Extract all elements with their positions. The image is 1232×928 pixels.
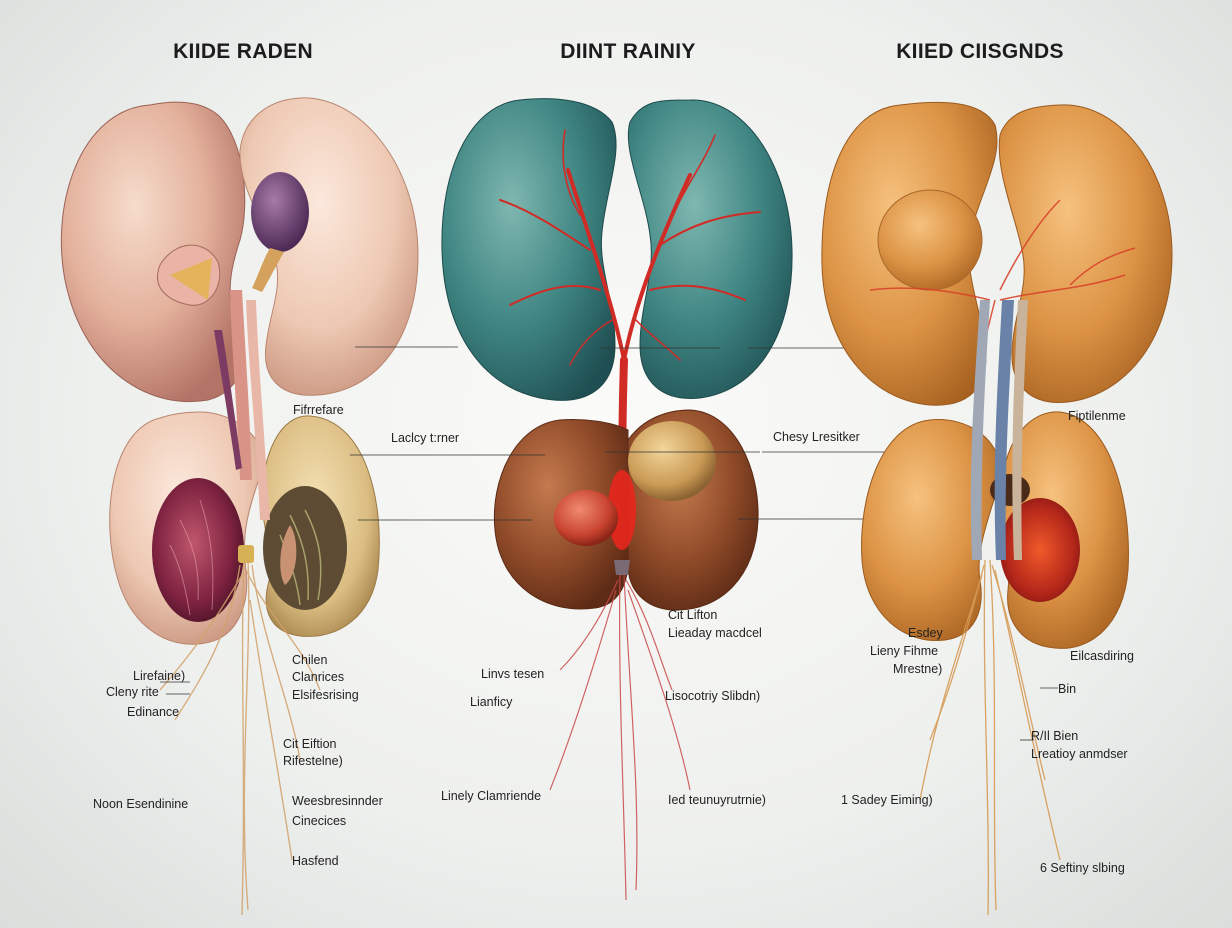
label: Eilcasdiring [1070, 649, 1134, 663]
label: Lisocotriy Slibdn) [665, 689, 761, 703]
label: Lieny Fihme [870, 644, 939, 658]
label: Linvs tesen [481, 667, 545, 681]
tan-nodule [628, 421, 716, 501]
label: Esdey [908, 626, 943, 640]
panel-2-title: DIINT RAINIY [560, 40, 696, 63]
label: Lirefaine) [133, 669, 186, 683]
label: R/Il Bien [1031, 729, 1079, 743]
upper-teal-kidney-left [441, 98, 617, 401]
label: Noon Esendinine [93, 797, 189, 811]
label: Chilen [292, 653, 328, 667]
label: Lieaday macdcel [668, 626, 762, 640]
label: Bin [1058, 682, 1077, 696]
label: Clanrices [292, 670, 345, 684]
maroon-cortex [152, 478, 244, 622]
label: Cinecices [292, 814, 347, 828]
label: Cleny rite [106, 685, 159, 699]
label: Fiptilenme [1068, 409, 1126, 423]
label: Rifestelne) [283, 754, 343, 768]
label: Mrestne) [893, 662, 943, 676]
label: Hasfend [292, 854, 339, 868]
panel-1-title: KIIDE RADEN [173, 40, 313, 63]
label: Edinance [127, 705, 180, 719]
red-cortex [1000, 498, 1080, 602]
label: Linely Clamriende [441, 789, 542, 803]
purple-gland [251, 172, 309, 252]
label: Lreatioy anmdser [1031, 747, 1128, 761]
upper-left-kidney [60, 101, 246, 402]
upper-right-kidney [239, 97, 419, 396]
label: 1 Sadey Eiming) [841, 793, 933, 807]
orange-cyst [877, 189, 983, 291]
right-kidney-group [821, 101, 1173, 916]
label: Laclcy t:rner [391, 431, 460, 445]
label: Weesbresinnder [292, 794, 383, 808]
upper-teal-kidney-right [627, 99, 793, 399]
label: Lianficy [470, 695, 513, 709]
label: Fifrrefare [293, 403, 344, 417]
label: Ied teunuyrutrnie) [668, 793, 766, 807]
label: Chesy Lresitker [773, 430, 860, 444]
label: 6 Seftiny slbing [1040, 861, 1125, 875]
red-nodule [554, 490, 618, 546]
center-kidney-group [441, 98, 895, 901]
label: Cit Lifton [668, 608, 718, 622]
panel-3-title: KIIED CIISGNDS [896, 40, 1064, 63]
label: Cit Eiftion [283, 737, 337, 751]
left-kidney-group [60, 97, 470, 916]
label: Elsifesrising [292, 688, 359, 702]
